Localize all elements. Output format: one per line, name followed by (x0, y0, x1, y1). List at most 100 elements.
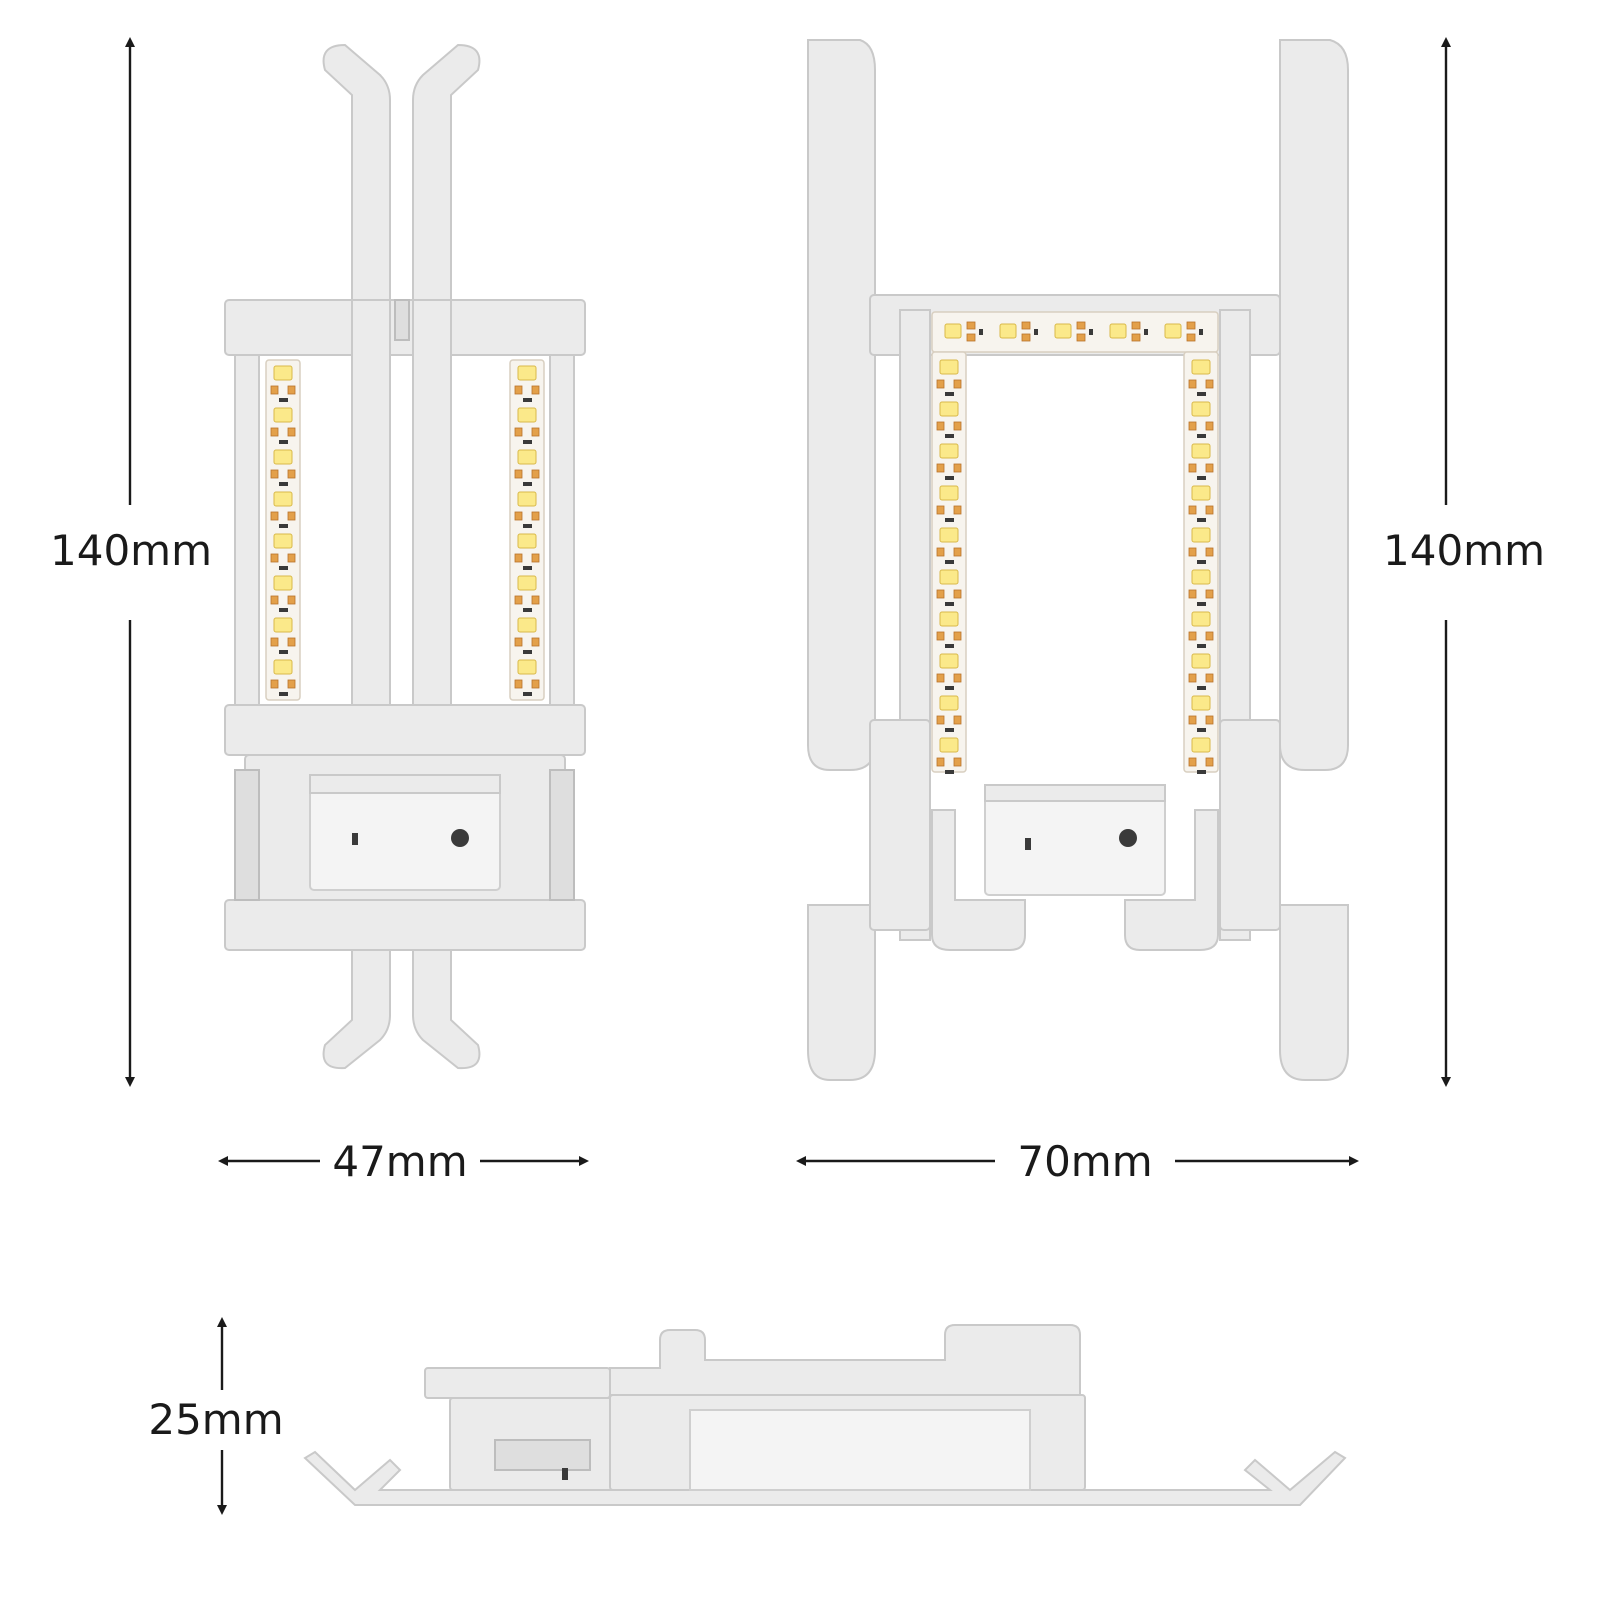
led-chip (517, 575, 537, 591)
led-pad (270, 385, 279, 395)
led-chip (517, 491, 537, 507)
led-chip (939, 485, 959, 501)
resistor (945, 728, 954, 732)
power-button-icon[interactable] (451, 829, 469, 847)
resistor (945, 560, 954, 564)
led-pad (514, 511, 523, 521)
resistor (945, 434, 954, 438)
led-chip (1109, 323, 1127, 339)
led-chip (1191, 401, 1211, 417)
led-pad (1205, 757, 1214, 767)
resistor (1197, 434, 1206, 438)
led-pad (966, 321, 976, 330)
led-pad (953, 547, 962, 557)
resistor (945, 476, 954, 480)
side-left-top-block (424, 1367, 611, 1399)
lower-left-hook (931, 809, 1026, 951)
side-switch-housing (494, 1439, 591, 1471)
right-rail (549, 354, 575, 706)
led-pad (1076, 333, 1086, 342)
led-chip (999, 323, 1017, 339)
led-pad (531, 553, 540, 563)
led-pad (514, 469, 523, 479)
led-chip (517, 533, 537, 549)
led-pad (270, 595, 279, 605)
led-pad (270, 511, 279, 521)
led-chip (273, 575, 293, 591)
resistor (523, 482, 532, 486)
led-pad (287, 385, 296, 395)
front-height-label: 140mm (50, 526, 212, 575)
resistor (1197, 392, 1206, 396)
resistor (523, 440, 532, 444)
led-pad (1188, 715, 1197, 725)
resistor (279, 440, 288, 444)
led-pad (1188, 631, 1197, 641)
led-chip (939, 569, 959, 585)
right-foot (1279, 904, 1349, 1081)
led-chip (517, 365, 537, 381)
opened-power-button-icon[interactable] (1119, 829, 1137, 847)
led-pad (270, 427, 279, 437)
led-pad (287, 553, 296, 563)
left-foot (807, 904, 876, 1081)
led-chip (1191, 485, 1211, 501)
resistor (279, 692, 288, 696)
resistor (523, 398, 532, 402)
led-pad (270, 469, 279, 479)
led-pad (1205, 631, 1214, 641)
led-pad (936, 421, 945, 431)
led-pad (1188, 757, 1197, 767)
led-pad (936, 547, 945, 557)
led-chip (273, 533, 293, 549)
led-pad (936, 631, 945, 641)
led-pad (1188, 505, 1197, 515)
led-pad (953, 715, 962, 725)
led-chip (1054, 323, 1072, 339)
led-pad (1205, 421, 1214, 431)
led-chip (273, 449, 293, 465)
led-pad (1205, 673, 1214, 683)
led-pad (953, 505, 962, 515)
resistor (1089, 329, 1093, 335)
led-chip (273, 617, 293, 633)
led-pad (1205, 463, 1214, 473)
led-pad (531, 469, 540, 479)
side-view (303, 1324, 1347, 1506)
resistor (945, 392, 954, 396)
led-pad (1188, 589, 1197, 599)
led-chip (939, 611, 959, 627)
resistor (1034, 329, 1038, 335)
resistor (523, 566, 532, 570)
led-chip (939, 527, 959, 543)
resistor (945, 770, 954, 774)
resistor (523, 692, 532, 696)
led-pad (936, 715, 945, 725)
dimension-front-width: 47mm (218, 1137, 589, 1186)
led-pad (287, 679, 296, 689)
top-left-leg (322, 43, 391, 301)
led-chip (273, 491, 293, 507)
led-strip-left (265, 359, 301, 701)
led-pad (287, 511, 296, 521)
resistor (1197, 644, 1206, 648)
led-chip (273, 659, 293, 675)
led-chip (273, 407, 293, 423)
led-pad (514, 385, 523, 395)
led-chip (939, 653, 959, 669)
side-switch-icon (562, 1468, 568, 1480)
resistor (523, 650, 532, 654)
resistor (1197, 560, 1206, 564)
led-pad (514, 427, 523, 437)
led-pad (1188, 547, 1197, 557)
led-pad (287, 469, 296, 479)
connector-strip (394, 299, 410, 341)
lower-right-hook (1124, 809, 1219, 951)
led-chip (1191, 695, 1211, 711)
led-pad (1186, 333, 1196, 342)
top-right-leg (412, 43, 481, 301)
led-chip (1164, 323, 1182, 339)
led-pad (953, 673, 962, 683)
led-chip (1191, 737, 1211, 753)
